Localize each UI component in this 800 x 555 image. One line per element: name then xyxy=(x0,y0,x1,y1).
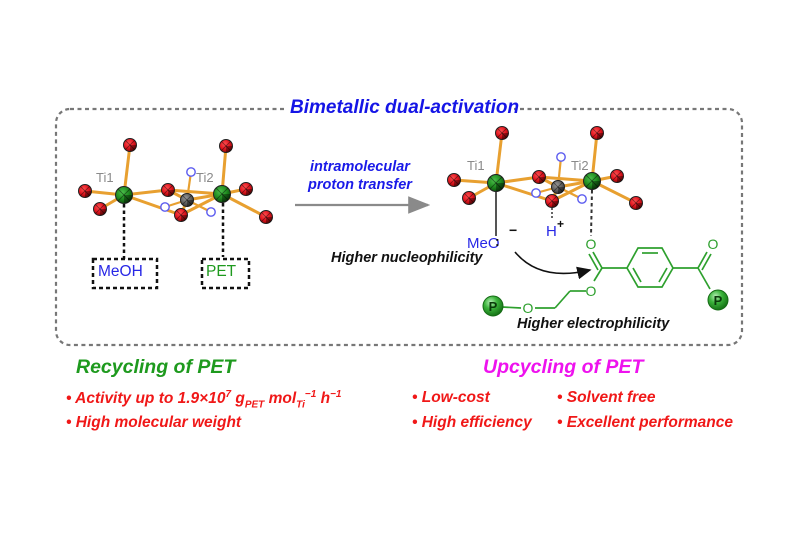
left-ti-complex xyxy=(78,138,273,224)
arrow-label-line1: intramolecular xyxy=(310,159,410,175)
titanium-atom xyxy=(487,174,505,192)
hydrogen-atom xyxy=(531,188,541,198)
methoxide-label: MeO xyxy=(467,235,500,252)
titanium-atom xyxy=(583,172,601,190)
hydrogen-atom xyxy=(556,152,566,162)
meoh-label: MeOH xyxy=(98,263,143,280)
oxygen-atom xyxy=(161,183,175,197)
right-ti1-label: Ti1 xyxy=(467,158,485,173)
titanium-atom xyxy=(213,185,231,203)
upcycling-bullet-efficiency: • High efficiency xyxy=(412,414,532,431)
bond xyxy=(122,193,183,217)
polymer-end-left: P xyxy=(482,295,504,317)
left-ti1-label: Ti1 xyxy=(96,170,114,185)
upcycling-bullet-performance: • Excellent performance xyxy=(557,414,733,431)
oxygen-atom xyxy=(78,184,92,198)
pet-carbonyl-oxygen: O xyxy=(586,236,597,252)
proton-charge: + xyxy=(557,217,564,231)
pet-right-carbonyl-oxygen: O xyxy=(708,236,719,252)
right-ti2-label: Ti2 xyxy=(571,158,589,173)
nucleophilicity-note: Higher nucleophilicity xyxy=(331,250,483,266)
bond xyxy=(494,181,554,203)
carbon-atom xyxy=(551,180,565,194)
pet-ether-oxygen: O xyxy=(523,300,534,316)
oxygen-atom xyxy=(447,173,461,187)
oxygen-atom xyxy=(219,139,233,153)
bond xyxy=(166,188,224,196)
pet-box xyxy=(200,257,251,290)
recycling-bullet-activity: • Activity up to 1.9×107 gPET molTi−1 h−… xyxy=(66,389,342,411)
title-backdrop xyxy=(286,98,514,120)
oxygen-atom xyxy=(610,169,624,183)
recycling-heading: Recycling of PET xyxy=(76,356,236,378)
methoxide-charge: − xyxy=(509,222,517,238)
hydrogen-atom xyxy=(577,194,587,204)
arrow-label-line2: proton transfer xyxy=(308,177,412,193)
electrophilicity-note: Higher electrophilicity xyxy=(517,316,670,332)
oxygen-atom xyxy=(239,182,253,196)
oxygen-atom xyxy=(259,210,273,224)
oxygen-atom xyxy=(123,138,137,152)
hydrogen-atom xyxy=(160,202,170,212)
hydrogen-atom xyxy=(186,167,196,177)
hydrogen-atom xyxy=(206,207,216,217)
polymer-end-left-label: P xyxy=(489,299,498,314)
left-ti2-label: Ti2 xyxy=(196,170,214,185)
scheme-title: Bimetallic dual-activation xyxy=(290,97,520,118)
upcycling-heading: Upcycling of PET xyxy=(483,356,644,378)
meoh-box xyxy=(91,257,159,290)
oxygen-atom xyxy=(462,191,476,205)
polymer-end-right-label: P xyxy=(714,293,723,308)
nucleophilic-attack-arrow xyxy=(514,251,592,280)
right-ti-complex xyxy=(447,126,643,210)
arrow-label: intramolecular proton transfer xyxy=(285,158,435,194)
dotted-frame xyxy=(54,107,744,347)
oxygen-atom xyxy=(174,208,188,222)
pet-label: PET xyxy=(206,263,237,280)
oxygen-atom xyxy=(495,126,509,140)
upcycling-bullet-solvent-free: • Solvent free xyxy=(557,389,656,406)
pet-ester-oxygen: O xyxy=(586,283,597,299)
proton-label: H xyxy=(546,223,557,240)
methoxide-lone-pair: : xyxy=(495,233,500,249)
oxygen-atom xyxy=(93,202,107,216)
titanium-atom xyxy=(115,186,133,204)
upcycling-bullet-low-cost: • Low-cost xyxy=(412,389,490,406)
polymer-end-right: P xyxy=(707,289,729,311)
recycling-bullet-mw: • High molecular weight xyxy=(66,414,242,431)
oxygen-atom xyxy=(590,126,604,140)
oxygen-atom xyxy=(629,196,643,210)
carbon-atom xyxy=(180,193,194,207)
oxygen-atom xyxy=(532,170,546,184)
ti-carbonyl-dashed-bond xyxy=(590,189,593,237)
oxygen-atom xyxy=(545,194,559,208)
pet-fragment xyxy=(501,247,712,309)
